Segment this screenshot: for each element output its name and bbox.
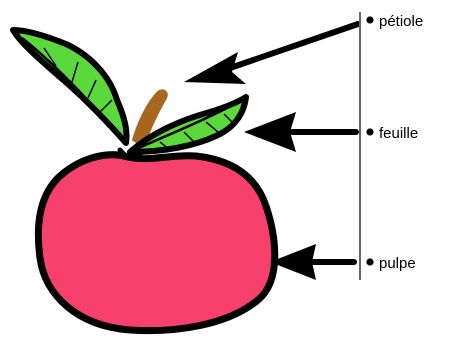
arrow-pulpe	[270, 244, 357, 280]
leaf-label: feuille	[379, 125, 418, 142]
right-leaf-vein-branch	[159, 113, 233, 151]
petiole-shape	[132, 89, 168, 147]
apple-pulp-shape	[34, 151, 279, 335]
left-leaf-vein-branch	[43, 47, 113, 113]
left-leaf-vein	[21, 37, 123, 141]
leaf-bullet-icon	[366, 128, 374, 136]
arrow-petiole	[184, 21, 361, 84]
pulp-label: pulpe	[379, 255, 416, 272]
petiole-bullet-icon	[366, 16, 374, 24]
left-leaf-shape	[10, 27, 130, 146]
right-leaf-vein	[133, 98, 243, 152]
arrow-feuille	[244, 112, 359, 152]
pulp-bullet-icon	[366, 258, 374, 266]
petiole-label: pétiole	[379, 13, 423, 30]
apple-top-notch	[117, 147, 145, 160]
